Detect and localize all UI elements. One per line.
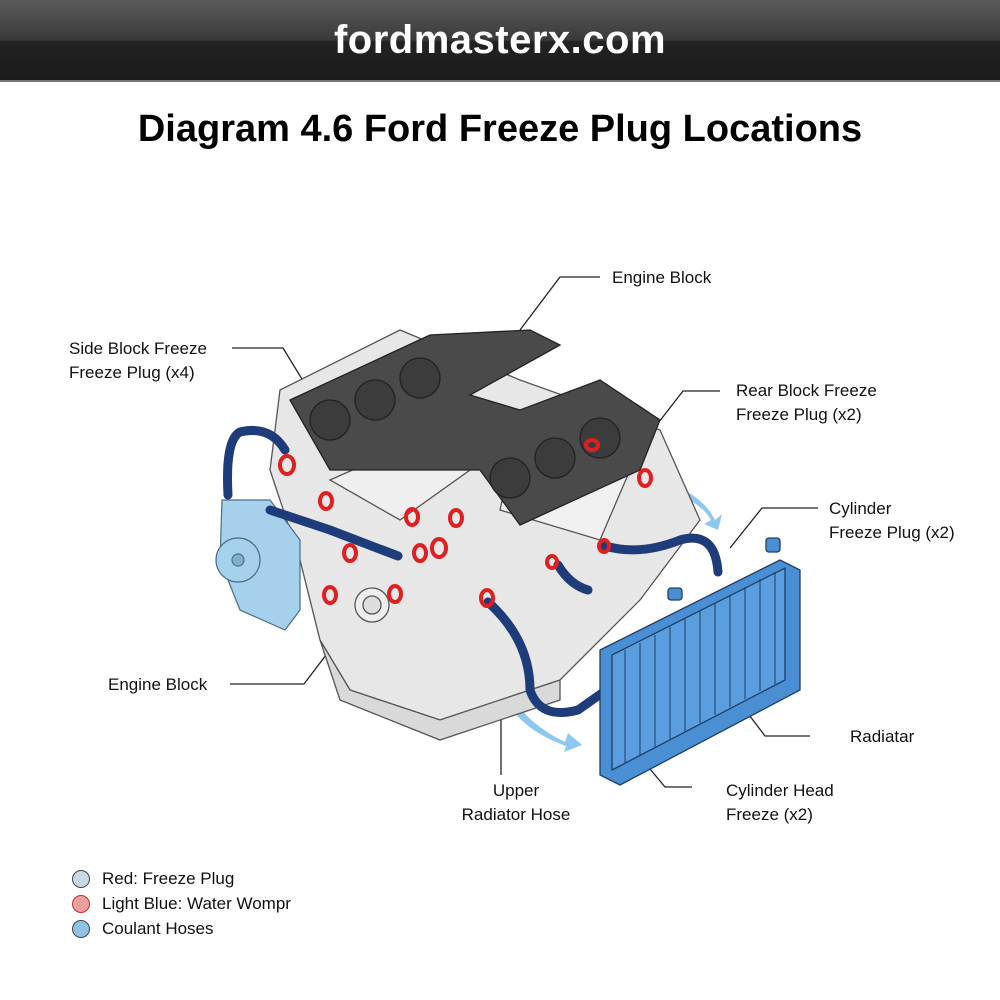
coolant-hoses [223,426,723,717]
site-name: fordmasterx.com [333,17,667,62]
callout-cylinder-freeze-plug: Cylinder Freeze Plug (x2) [829,497,955,545]
callout-text: Cylinder Head [726,781,834,800]
callout-text: Engine Block [108,675,208,694]
legend-label: Light Blue: Water Wompr [102,893,291,913]
callout-text: Freeze Plug (x2) [736,405,862,424]
legend-label: Coulant Hoses [102,918,214,938]
callout-text: Side Block Freeze [69,339,207,358]
legend-item: Coulant Hoses [72,916,291,941]
legend: Red: Freeze Plug Light Blue: Water Wompr… [72,866,291,941]
callout-text: Radiator Hose [461,805,571,824]
cylinder-heads [289,329,661,526]
callout-text: Upper [492,781,540,800]
callout-radiator: Radiatar [850,725,914,749]
callout-text: Freeze Plug (x4) [69,363,195,382]
radiator [599,537,801,786]
freeze-plugs [278,438,653,608]
water-pump [215,499,301,631]
callout-engine-block-bottom: Engine Block [108,673,207,697]
legend-label: Red: Freeze Plug [102,868,235,888]
callout-text: Freeze Plug (x2) [829,523,955,542]
callout-rear-block-freeze-plug: Rear Block Freeze Freeze Plug (x2) [736,379,877,427]
callout-engine-block-top: Engine Block [612,266,711,290]
circle-swatch-icon [72,894,90,913]
site-header: fordmasterx.com [0,0,1000,82]
callout-text: Freeze (x2) [726,805,813,824]
callout-upper-radiator-hose: Upper Radiator Hose [452,779,580,827]
legend-item: Light Blue: Water Wompr [72,891,291,916]
legend-item: Red: Freeze Plug [72,866,291,891]
circle-swatch-icon [72,919,90,938]
callout-text: Radiatar [850,727,915,746]
callout-text: Engine Block [612,268,712,287]
circle-swatch-icon [72,869,90,888]
diagram-title: Diagram 4.6 Ford Freeze Plug Locations [137,108,863,150]
callout-text: Rear Block Freeze [736,381,877,400]
callout-side-block-freeze-plug: Side Block Freeze Freeze Plug (x4) [69,337,207,385]
callout-cylinder-head-freeze: Cylinder Head Freeze (x2) [726,779,834,827]
callout-text: Cylinder [829,499,892,518]
